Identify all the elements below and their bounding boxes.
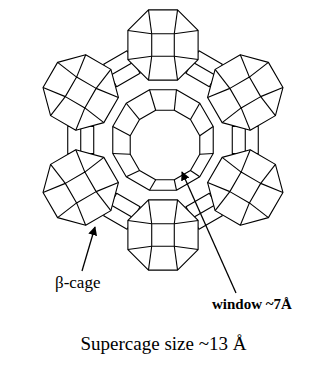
cage-face [152,224,175,247]
cage-edge [96,192,111,211]
cage-framework [43,10,283,270]
cage-edge [222,157,241,172]
leader-line [182,172,236,293]
window-edge [190,103,199,119]
cage-edge [222,108,241,123]
window-edge [200,127,213,136]
window-edge [126,170,139,176]
cage-edge [128,30,152,33]
cage-edge [240,55,249,77]
cage-edge [77,203,86,225]
prism-edge [192,205,215,219]
cage-edge [249,203,268,218]
hexagonal-prism [232,127,258,154]
prism-edge [245,127,246,154]
cage-edge [128,246,152,249]
cage-face [65,172,96,203]
cage-edge [215,192,230,211]
beta-cage [128,10,198,80]
cage-edge [174,10,177,34]
cage-edge [174,246,198,249]
window-edge [150,90,156,110]
cage-edge [261,183,283,192]
cage-edge [128,56,152,59]
prism-edge [110,205,133,219]
beta-cage [208,55,283,130]
cage-edge [85,108,104,123]
cage-edge [261,164,276,183]
cage-edge [208,183,230,192]
window-edge [113,127,130,136]
window-edge [174,180,176,190]
cage-edge [208,88,230,97]
cage-edge [58,62,77,77]
cage-edge [148,10,151,34]
window-edge [190,170,199,176]
cage-edge [249,62,268,77]
cage-edge [43,183,65,192]
beta-cage [128,200,198,270]
prism-edge [80,127,81,154]
cage-edge [174,30,198,33]
cage-edge [148,56,151,80]
leader-line [82,227,95,271]
beta-cage [43,150,118,225]
prism-edge [110,62,133,76]
window-edge [150,180,156,190]
cage-edge [76,108,85,130]
cage-edge [128,220,152,223]
window-edge [126,103,139,119]
cage-edge [51,97,66,116]
cage-edge [96,183,118,192]
cage-face [230,172,261,203]
window-edge [174,90,176,110]
callout-label: window ~7Å [212,296,292,313]
window-opening [130,110,200,180]
cage-edge [174,56,198,59]
cage-edge [148,246,151,270]
cage-edge [261,88,283,97]
callout-label: β-cage [55,274,100,293]
cage-face [65,77,96,108]
cage-edge [85,157,104,172]
cage-edge [76,150,85,172]
cage-edge [43,88,65,97]
window-edge [113,153,130,155]
cage-edge [96,69,111,88]
beta-cage [43,55,118,130]
cage-face [230,77,261,108]
cage-edge [241,150,250,172]
cage-edge [240,203,249,225]
cage-edge [96,88,118,97]
cage-edge [174,200,177,224]
cage-edge [77,55,86,77]
cage-edge [215,69,230,88]
cage-edge [174,56,177,80]
window-rim [113,90,213,190]
caption: Supercage size ~13 Å [0,334,327,355]
cage-edge [148,200,151,224]
window-edge [200,153,213,155]
prism-edge [192,62,215,76]
beta-cage [208,150,283,225]
cage-edge [174,220,198,223]
cage-edge [261,97,276,116]
cage-edge [241,108,250,130]
cage-face [152,34,175,57]
cage-edge [51,164,66,183]
cage-edge [174,246,177,270]
hexagonal-prism [68,127,94,154]
cage-edge [58,203,77,218]
